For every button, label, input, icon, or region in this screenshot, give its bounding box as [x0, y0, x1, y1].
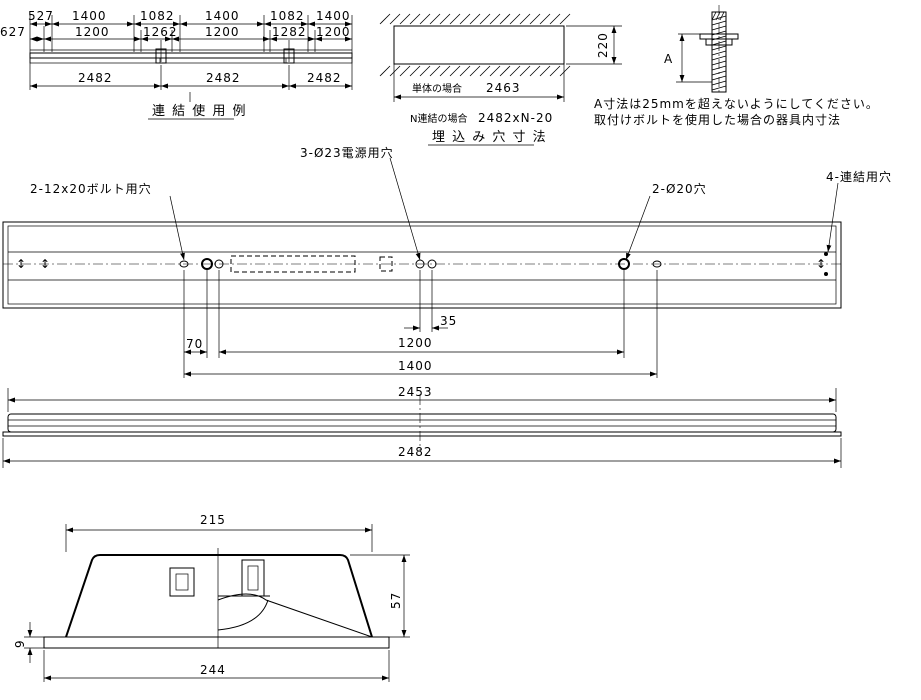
bolt-thread-line	[711, 50, 727, 56]
cutout-title: 埋 込 み 穴 寸 法	[432, 130, 547, 145]
dim-215: 215	[200, 513, 226, 527]
dim-1400-c: 1400	[316, 9, 351, 23]
hatch-line	[409, 65, 421, 77]
holes-20-label: 2-Ø20穴	[652, 181, 707, 196]
bolt-detail: A A寸法は25mmを超えないようにしてください。 取付けボルトを使用した場合の…	[594, 5, 879, 127]
hatch-line	[509, 65, 521, 77]
single-case-value: 2463	[486, 81, 521, 95]
n-case-label: N連結の場合	[410, 112, 467, 125]
hatch-line	[389, 65, 401, 77]
hatch-line	[479, 13, 491, 25]
dim-70: 70	[186, 337, 203, 351]
hatch-line	[539, 13, 551, 25]
hatch-line	[439, 65, 451, 77]
dim-9: 9	[13, 639, 27, 648]
bolt-thread-line	[711, 85, 727, 91]
power-holes-label: 3-Ø23電源用穴	[300, 145, 394, 160]
dim-2453: 2453	[398, 385, 433, 399]
dim-1262: 1262	[143, 25, 178, 39]
svg-text:↕: ↕	[40, 257, 50, 271]
dim-1400-a: 1400	[72, 9, 107, 23]
dim-1200-c: 1200	[316, 25, 351, 39]
hatch-line	[509, 13, 521, 25]
hatch-line	[711, 11, 717, 21]
dim-a-label: A	[664, 52, 673, 66]
hatch-line	[399, 65, 411, 77]
dim-220: 220	[596, 32, 610, 58]
hatch-line	[439, 13, 451, 25]
side-view: 2453 2482	[2, 385, 842, 468]
hatch-line	[559, 65, 571, 77]
svg-text:↕: ↕	[816, 257, 826, 271]
hatch-line	[379, 65, 391, 77]
hatch-line	[489, 13, 501, 25]
link-holes-label: 4-連結用穴	[826, 169, 892, 184]
hatch-line	[429, 13, 441, 25]
hatch-line	[449, 13, 461, 25]
hatch-line	[529, 13, 541, 25]
hatch-line	[459, 65, 471, 77]
hatch-line	[549, 13, 561, 25]
series-connection-example: 527 627 1400 1200 1082 1262 1400 1200 10…	[0, 9, 353, 120]
dim-1400-b: 1400	[205, 9, 240, 23]
dim-627: 627	[0, 25, 26, 39]
hatch-line	[419, 65, 431, 77]
hatch-line	[489, 65, 501, 77]
note-line-1: A寸法は25mmを超えないようにしてください。	[594, 96, 879, 111]
hatch-line	[469, 65, 481, 77]
svg-text:↕: ↕	[16, 257, 26, 271]
cross-section: 215 244 57 9	[13, 513, 410, 682]
hatch-line	[719, 11, 725, 21]
dim-2482-b: 2482	[206, 71, 241, 85]
dim-1082-b: 1082	[270, 9, 305, 23]
bolt-thread-line	[711, 55, 727, 61]
hatch-line	[469, 13, 481, 25]
dim-2482: 2482	[398, 445, 433, 459]
ceiling-cutout-diagram: 単体の場合 2463 220 N連結の場合 2482xN-20 埋 込 み 穴 …	[379, 13, 622, 146]
plan-view: ↕ ↕ ↕ 2-12x20ボルト用穴 3-Ø23電源用穴 2-Ø20穴 4-連結…	[2, 145, 892, 378]
hatch-line	[409, 13, 421, 25]
bolt-holes-label: 2-12x20ボルト用穴	[30, 181, 152, 196]
dim-1082-a: 1082	[140, 9, 175, 23]
hatch-line	[389, 13, 401, 25]
dim-2482-a: 2482	[78, 71, 113, 85]
dim-57: 57	[389, 592, 403, 609]
hatch-line	[519, 13, 531, 25]
dim-244: 244	[200, 663, 226, 677]
hatch-line	[519, 65, 531, 77]
dim-1282: 1282	[272, 25, 307, 39]
hatch-line	[539, 65, 551, 77]
hatch-line	[549, 65, 561, 77]
hatch-line	[379, 13, 391, 25]
single-case-label: 単体の場合	[412, 82, 462, 95]
hatch-line	[399, 13, 411, 25]
hatch-line	[449, 65, 461, 77]
hatch-line	[499, 13, 511, 25]
dim-1200-b: 1200	[205, 25, 240, 39]
hatch-line	[459, 13, 471, 25]
hatch-line	[559, 13, 571, 25]
dim-1200: 1200	[398, 336, 433, 350]
hatch-line	[479, 65, 491, 77]
series-example-title: 連 結 使 用 例	[152, 103, 247, 119]
dim-527: 527	[28, 9, 54, 23]
hatch-line	[429, 65, 441, 77]
dim-35: 35	[440, 314, 457, 328]
dim-2482-c: 2482	[307, 71, 342, 85]
dim-1200-a: 1200	[75, 25, 110, 39]
hatch-line	[529, 65, 541, 77]
hatch-line	[419, 13, 431, 25]
note-line-2: 取付けボルトを使用した場合の器具内寸法	[594, 112, 841, 127]
hatch-line	[499, 65, 511, 77]
dim-1400: 1400	[398, 359, 433, 373]
n-case-value: 2482xN-20	[478, 111, 553, 125]
